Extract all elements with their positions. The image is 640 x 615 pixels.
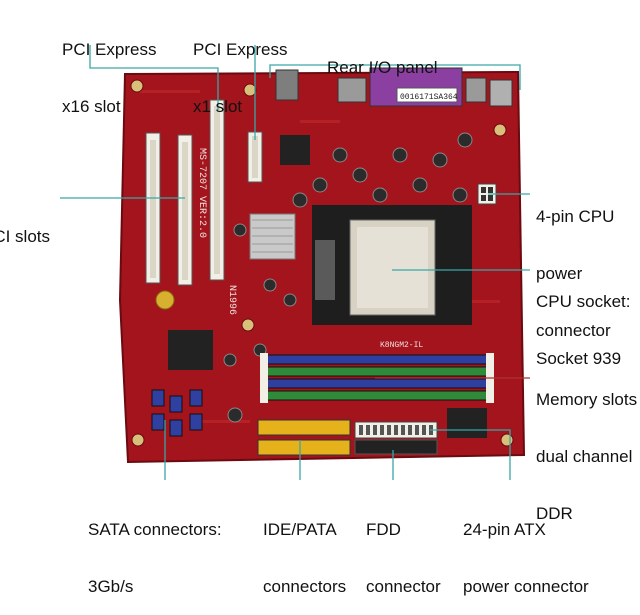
label-fdd-line1: FDD <box>366 520 401 539</box>
label-cpu-power: 4-pin CPU power connector <box>536 169 614 359</box>
barcode-label: 0016171SA364 <box>400 93 458 102</box>
sata-connectors <box>151 389 203 437</box>
pcie-x16-slot <box>209 99 225 281</box>
label-ide: IDE/PATA connectors <box>263 482 346 615</box>
motherboard-diagram: MS-7207 VER:2.0 N1996 0016171SA364 <box>60 45 530 480</box>
battery <box>155 290 175 310</box>
label-rear-io-line1: Rear I/O panel <box>327 58 438 77</box>
cpu-socket <box>312 205 472 325</box>
label-pcie-x1: PCI Express x1 slot <box>193 2 287 135</box>
callout-lines <box>60 45 530 480</box>
label-pcie-x16-line1: PCI Express <box>62 40 157 59</box>
label-atx-power-line2: power connector <box>463 577 589 596</box>
label-sata-line1: SATA connectors: <box>88 520 222 539</box>
label-cpu-power-line3: connector <box>536 321 611 340</box>
label-cpu-power-line2: power <box>536 264 583 283</box>
label-sata: SATA connectors: 3Gb/s <box>88 482 222 615</box>
rear-io-panel: 0016171SA364 <box>275 67 513 107</box>
label-cpu-socket: CPU socket: Socket 939 <box>536 254 630 387</box>
callout-atx <box>430 429 511 480</box>
chip-label: K8NGM2-IL <box>380 341 423 350</box>
board-model-text-2: N1996 <box>226 285 237 315</box>
label-pcie-x16-line2: x16 slot <box>62 97 121 116</box>
lan-chip <box>447 408 487 438</box>
label-fdd: FDD connector <box>366 482 441 615</box>
memory-slots <box>260 353 494 403</box>
label-memory-slots-line2: dual channel <box>536 447 633 466</box>
cpu-power-connector <box>477 183 497 205</box>
capacitors <box>223 132 473 423</box>
fdd-connector <box>354 439 438 455</box>
atx-power-connector <box>354 421 438 439</box>
label-rear-io: Rear I/O panel <box>327 20 438 96</box>
label-memory-slots-line1: Memory slots <box>536 390 638 409</box>
label-ide-line2: connectors <box>263 577 347 596</box>
sio-chip <box>168 330 213 370</box>
label-sata-line2: 3Gb/s <box>88 577 134 596</box>
label-pcie-x16: PCI Express x16 slot <box>62 2 156 135</box>
label-memory-slots: Memory slots dual channel DDR <box>536 352 637 542</box>
board-model-text: MS-7207 VER:2.0 <box>196 148 207 238</box>
pci-slots <box>145 132 193 286</box>
callout-pcie-x16 <box>89 45 219 110</box>
label-memory-slots-line3: DDR <box>536 504 573 523</box>
label-atx-power: 24-pin ATX power connector <box>463 482 589 615</box>
label-pcie-x1-line1: PCI Express <box>193 40 288 59</box>
label-cpu-socket-line2: Socket 939 <box>536 349 622 368</box>
chipset-heatsink <box>249 213 296 260</box>
label-atx-power-line1: 24-pin ATX <box>463 520 546 539</box>
label-cpu-power-line1: 4-pin CPU <box>536 207 615 226</box>
label-cpu-socket-line1: CPU socket: <box>536 292 631 311</box>
bios-chip <box>280 135 310 165</box>
label-pcie-x1-line2: x1 slot <box>193 97 243 116</box>
label-fdd-line2: connector <box>366 577 441 596</box>
label-pci-slots-line1: PCI slots <box>0 227 51 246</box>
label-pci-slots: PCI slots <box>0 189 50 265</box>
callout-rear-io <box>269 64 521 90</box>
ide-connectors <box>257 419 351 456</box>
label-ide-line1: IDE/PATA <box>263 520 337 539</box>
